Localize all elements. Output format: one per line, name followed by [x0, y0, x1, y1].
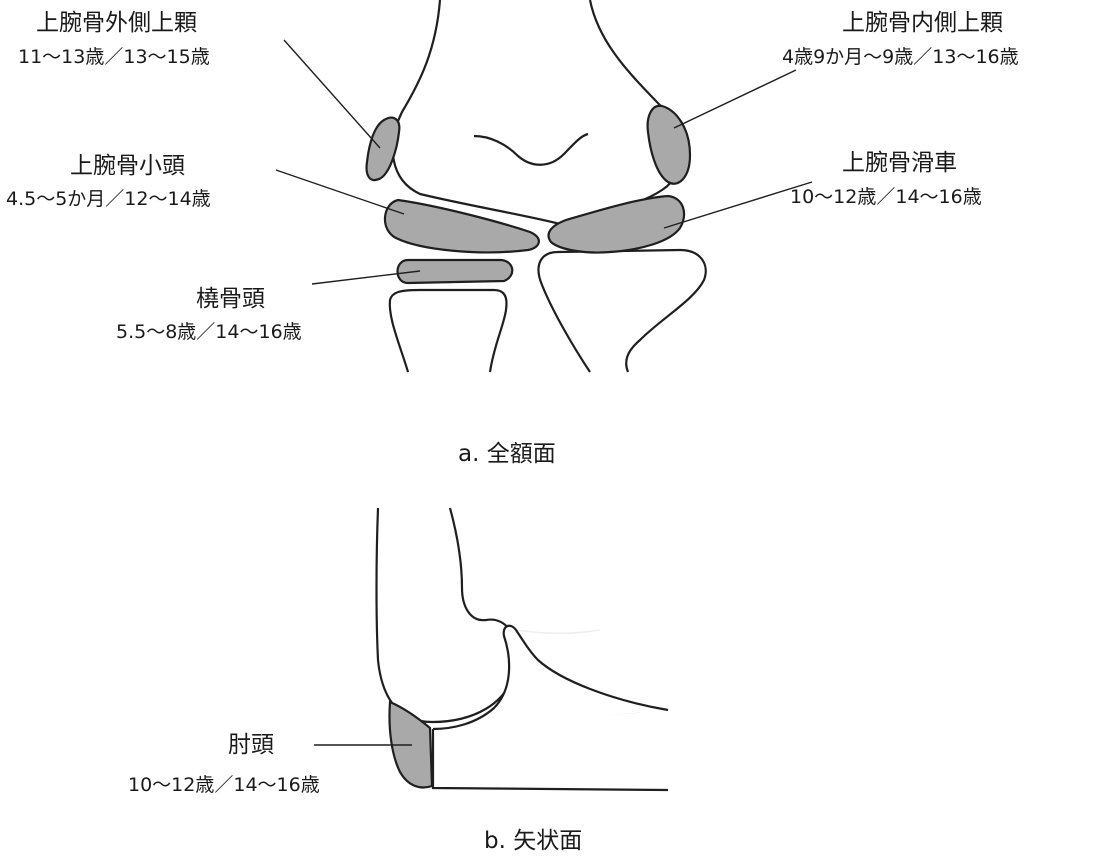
label-capitellum-name: 上腕骨小頭 — [70, 155, 185, 178]
leader-capitellum — [276, 170, 404, 214]
label-lateral-epicondyle-name: 上腕骨外側上顆 — [36, 12, 197, 35]
label-radial-head-name: 橈骨頭 — [196, 288, 265, 311]
leader-lateral-epicondyle — [284, 40, 380, 148]
label-lateral-epicondyle-age: 11〜13歳／13〜15歳 — [18, 48, 210, 67]
label-radial-head-age: 5.5〜8歳／14〜16歳 — [116, 323, 302, 342]
label-trochlea-age: 10〜12歳／14〜16歳 — [790, 188, 982, 207]
sagittal-humerus-outline — [377, 508, 517, 722]
frontal-view — [276, 0, 812, 372]
label-olecranon-name: 肘頭 — [228, 734, 274, 757]
label-capitellum-age: 4.5〜5か月／12〜14歳 — [6, 190, 211, 209]
label-medial-epicondyle-age: 4歳9か月〜9歳／13〜16歳 — [782, 48, 1019, 67]
label-olecranon-age: 10〜12歳／14〜16歳 — [128, 776, 320, 795]
leader-medial-epicondyle — [674, 70, 796, 128]
humerus-outline — [393, 0, 682, 224]
ulna-outline — [539, 250, 706, 372]
label-trochlea-name: 上腕骨滑車 — [842, 152, 957, 175]
lateral-epicondyle-center — [367, 118, 400, 180]
label-medial-epicondyle-name: 上腕骨内側上顆 — [842, 12, 1003, 35]
caption-sagittal-view: b. 矢状面 — [484, 830, 582, 853]
radius-outline — [390, 290, 507, 372]
caption-frontal-view: a. 全額面 — [458, 443, 556, 466]
sagittal-view — [314, 508, 668, 790]
